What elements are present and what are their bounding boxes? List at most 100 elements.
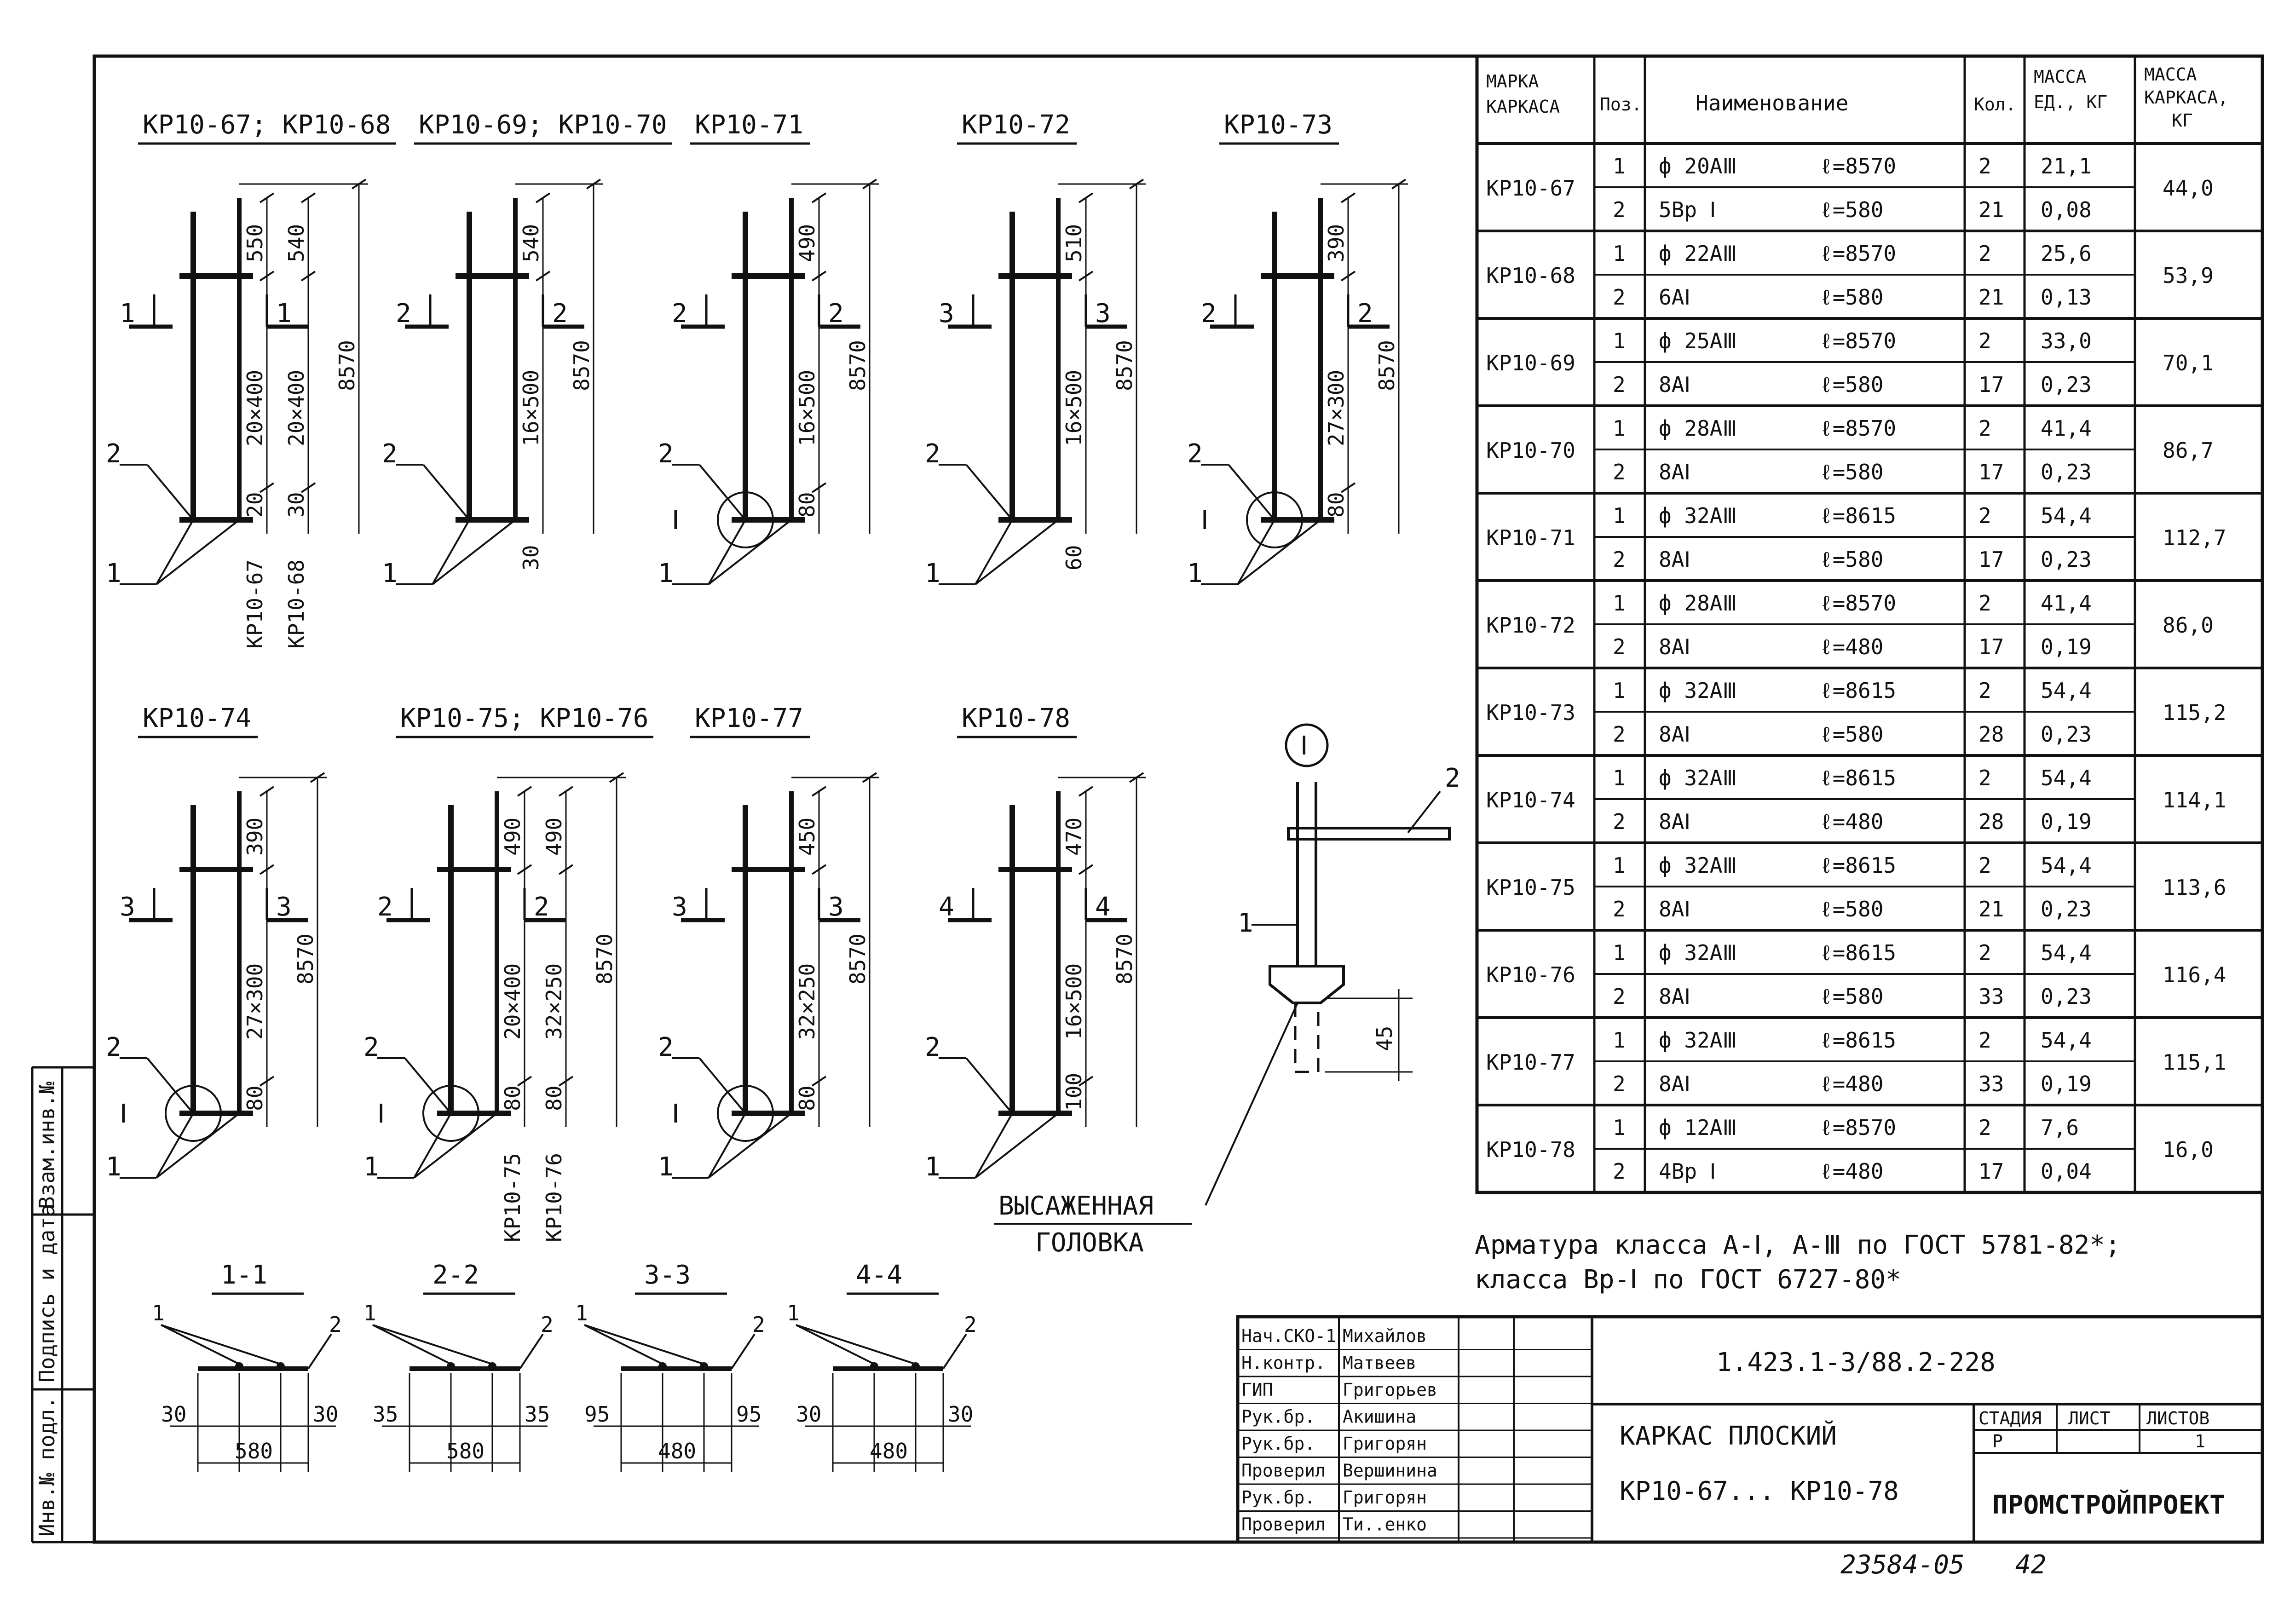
table-cell-name: ф 32АⅢ (1659, 940, 1737, 965)
table-cell-mass: 0,19 (2041, 1071, 2092, 1096)
table-header: МАССА (2034, 67, 2087, 87)
table-cell-mark: КР10-75 (1486, 875, 1575, 900)
position-label: 2 (329, 1312, 342, 1337)
section-number: 2 (672, 299, 687, 328)
table-cell-qty: 28 (1979, 722, 2004, 747)
section-number: 3 (672, 892, 687, 922)
dimension-tick (1078, 271, 1094, 282)
dimension-text: 20 (242, 492, 267, 518)
table-cell-qty: 17 (1979, 547, 2004, 572)
section-number: 1 (276, 299, 292, 328)
table-cell-length: ℓ=480 (1820, 809, 1883, 834)
table-cell-pos: 2 (1613, 547, 1626, 572)
detail-mark: Ⅰ (672, 1099, 680, 1129)
table-cell-pos: 2 (1613, 1071, 1626, 1096)
leader-line (156, 519, 194, 585)
position-label: 1 (658, 1152, 674, 1182)
dimension-text: 390 (1324, 224, 1349, 262)
table-header: КАРКАСА (1486, 97, 1560, 117)
dimension-text: 480 (870, 1439, 908, 1463)
sheet-title: КР10-67... КР10-78 (1620, 1476, 1899, 1506)
table-cell-qty: 2 (1979, 1028, 1991, 1053)
table-cell-name: 8АⅠ (1659, 809, 1690, 834)
table-cell-length: ℓ=580 (1820, 984, 1883, 1009)
dimension-tick (259, 482, 275, 493)
dimension-text: 16×500 (1061, 963, 1086, 1040)
note-line: Арматура класса А-Ⅰ, А-Ⅲ по ГОСТ 5781-82… (1475, 1230, 2121, 1260)
position-label: 2 (106, 1032, 121, 1062)
leader-line (1407, 790, 1441, 834)
dimension-text: 30 (948, 1402, 973, 1427)
leader-line (161, 1324, 240, 1365)
frame-title: КР10-74 (143, 703, 251, 733)
leader-line (698, 1057, 746, 1114)
dimension-tick (558, 864, 574, 875)
table-cell-name: ф 32АⅢ (1659, 1028, 1737, 1053)
section-number: 1 (120, 299, 135, 328)
dimension-text: 27×300 (1324, 370, 1349, 446)
table-cell-name: ф 32АⅢ (1659, 503, 1737, 528)
position-label: 2 (541, 1312, 554, 1337)
table-cell-qty: 2 (1979, 241, 1991, 266)
table-cell-length: ℓ=8570 (1820, 416, 1896, 441)
position-label: 2 (106, 439, 121, 469)
dimension-text: 8570 (1112, 933, 1137, 985)
leader-line (404, 1057, 452, 1114)
table-cell-pos: 2 (1613, 1159, 1626, 1184)
detail-circle (1285, 723, 1329, 767)
table-header: КГ (2172, 110, 2193, 131)
dimension-tick (259, 1076, 275, 1087)
detail-caption: ГОЛОВКА (1035, 1228, 1144, 1258)
table-cell-pos: 1 (1613, 766, 1626, 790)
table-cell-mark: КР10-77 (1486, 1050, 1575, 1075)
table-cell-name: 6АⅠ (1659, 285, 1690, 310)
leader-line (413, 1113, 452, 1178)
stamp-role: Нач.СКО-1 (1241, 1326, 1336, 1346)
dimension-tick (1391, 179, 1407, 190)
leader-line (519, 1333, 544, 1370)
dimension-tick (1129, 179, 1144, 190)
table-cell-mark: КР10-73 (1486, 700, 1575, 725)
leader-line (372, 1324, 451, 1365)
dimension-tick (517, 786, 532, 797)
table-cell-name: ф 12АⅢ (1659, 1115, 1737, 1140)
dimension-tick (586, 179, 601, 190)
dimension-tick (300, 482, 316, 493)
table-header: Кол. (1974, 94, 2016, 115)
table-cell-length: ℓ=8570 (1820, 591, 1896, 616)
table-cell-qty: 33 (1979, 984, 2004, 1009)
title-block: СТАДИЯ ЛИСТ ЛИСТОВ Р 1 1.423.1-3/88.2-22… (1236, 1315, 2264, 1544)
leader-line (708, 1112, 792, 1179)
table-cell-pos: 2 (1613, 897, 1626, 921)
section-title: 1-1 (221, 1260, 267, 1290)
table-cell-pos: 1 (1613, 940, 1626, 965)
leader-line (1237, 519, 1321, 585)
table-cell-qty: 17 (1979, 460, 2004, 484)
dimension-tick (1078, 1076, 1094, 1087)
table-header: МАССА (2144, 64, 2197, 85)
table-cell-mass: 0,04 (2041, 1159, 2092, 1184)
table-cell-qty: 2 (1979, 591, 1991, 616)
table-cell-qty: 2 (1979, 853, 1991, 878)
table-cell-mark: КР10-71 (1486, 525, 1575, 550)
leader-line (1205, 1002, 1298, 1206)
dimension-tick (1340, 192, 1356, 203)
section-number: 4 (1095, 892, 1111, 922)
table-cell-total: 86,7 (2163, 438, 2214, 463)
dimension-text: 490 (500, 818, 525, 856)
dimension-text: 540 (284, 224, 309, 262)
table-cell-qty: 21 (1979, 197, 2004, 222)
table-cell-mass: 0,13 (2041, 285, 2092, 310)
leader-line (975, 1112, 1059, 1179)
stamp-role: Рук.бр. (1241, 1407, 1315, 1427)
table-cell-qty: 2 (1979, 1115, 1991, 1140)
stamp-name: Григорян (1343, 1434, 1427, 1454)
